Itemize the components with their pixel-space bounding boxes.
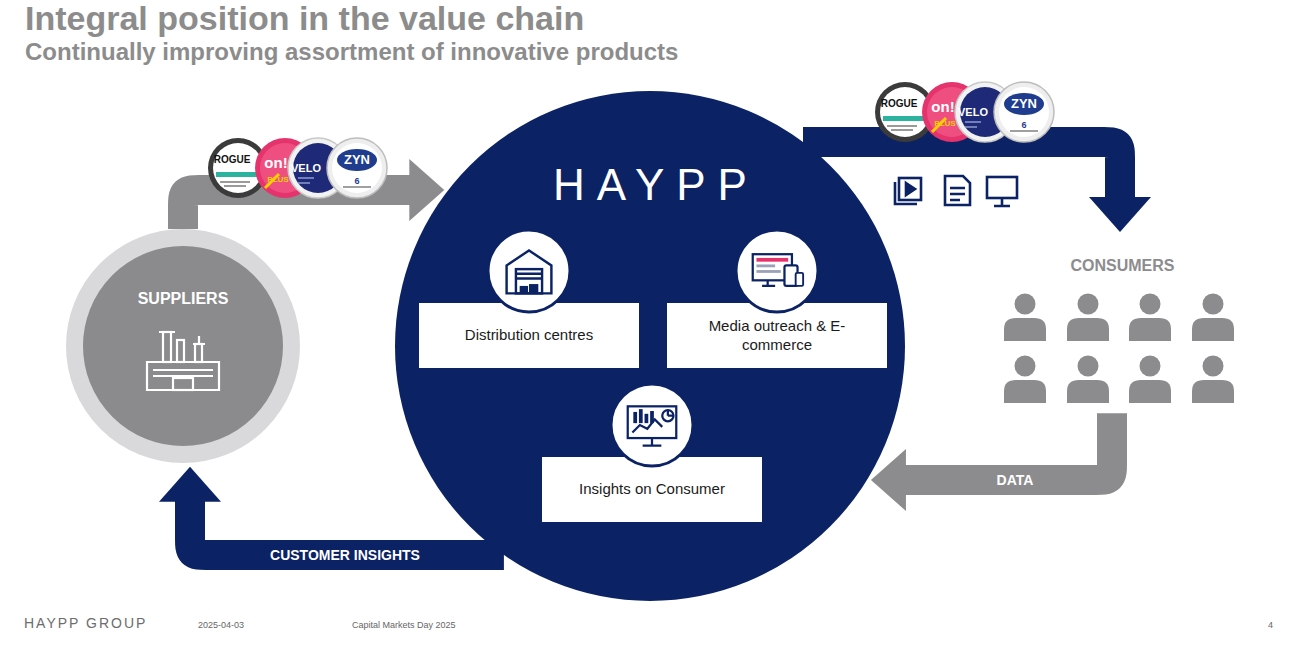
process-box: Media outreach & E-commerce bbox=[667, 303, 887, 368]
brand-name: ROGUE bbox=[881, 98, 918, 110]
process-box: Insights on Consumer bbox=[542, 457, 762, 522]
strength-number: 6 bbox=[354, 176, 359, 186]
person-icon bbox=[1129, 294, 1171, 342]
icon-badge bbox=[485, 227, 573, 315]
person-icon bbox=[1067, 356, 1109, 404]
product-cans bbox=[875, 82, 1054, 142]
drawing-part bbox=[950, 188, 965, 200]
group-title: CONSUMERS bbox=[1070, 256, 1174, 275]
arrow-label: CUSTOMER INSIGHTS bbox=[264, 546, 426, 565]
brand-name: PLUS bbox=[934, 119, 955, 128]
icon-ring bbox=[488, 230, 570, 312]
icon-badge bbox=[733, 227, 821, 315]
company-name: HAYPP bbox=[395, 161, 905, 209]
arrow-head bbox=[159, 467, 221, 502]
consumers-group: CONSUMERS bbox=[995, 236, 1250, 413]
icon-ring bbox=[611, 384, 693, 466]
arrow-label: DATA bbox=[991, 471, 1040, 490]
arrow-band bbox=[183, 190, 410, 229]
page-number: 4 bbox=[1268, 620, 1273, 630]
drawing-part bbox=[994, 198, 1010, 206]
person-icon bbox=[1004, 356, 1046, 404]
brand-name: VELO bbox=[291, 162, 321, 175]
person-icon bbox=[1192, 294, 1234, 342]
drawing-part bbox=[987, 177, 1017, 198]
icon-symbol bbox=[507, 250, 552, 293]
process-box: Distribution centres bbox=[419, 303, 639, 368]
drawing-part bbox=[895, 182, 917, 204]
icon-symbol bbox=[753, 254, 803, 286]
brand-name: ZYN bbox=[344, 153, 370, 168]
brand-name: VELO bbox=[958, 106, 988, 119]
box-label: Distribution centres bbox=[465, 326, 593, 345]
brand-name: PLUS bbox=[267, 175, 288, 184]
icon-badge bbox=[608, 381, 696, 469]
node-title: SUPPLIERS bbox=[83, 290, 283, 308]
drawing-part bbox=[945, 176, 970, 205]
brand-name: ROGUE bbox=[214, 154, 251, 166]
flow-arrow bbox=[871, 413, 1112, 511]
icon-symbol bbox=[628, 406, 677, 445]
drawing-part bbox=[899, 178, 921, 200]
person-icon bbox=[1067, 294, 1109, 342]
strength-number: 6 bbox=[1021, 120, 1026, 130]
icon-ring bbox=[736, 230, 818, 312]
factory-icon bbox=[147, 332, 219, 390]
person-icon bbox=[1004, 294, 1046, 342]
slide-title: Integral position in the value chain bbox=[25, 0, 584, 37]
box-label: Insights on Consumer bbox=[579, 480, 725, 499]
footer-brand: HAYPP GROUP bbox=[24, 615, 147, 631]
drawing-part bbox=[906, 183, 915, 195]
media-icons bbox=[895, 176, 1017, 206]
footer-date: 2025-04-03 bbox=[198, 620, 244, 630]
brand-name: on! bbox=[931, 98, 954, 115]
footer-event: Capital Markets Day 2025 bbox=[352, 620, 456, 630]
person-icon bbox=[1129, 356, 1171, 404]
suppliers-circle: SUPPLIERS bbox=[66, 229, 300, 463]
factory-icon bbox=[143, 326, 223, 396]
brand-name: ZYN bbox=[1011, 97, 1037, 112]
people-icons bbox=[995, 281, 1250, 413]
brand-name: on! bbox=[264, 154, 287, 171]
person-icon bbox=[1192, 356, 1234, 404]
box-label: Media outreach & E-commerce bbox=[692, 317, 862, 355]
arrow-head bbox=[1089, 197, 1151, 232]
product-cans bbox=[208, 138, 387, 198]
slide-subtitle: Continually improving assortment of inno… bbox=[25, 38, 678, 66]
haypp-circle: HAYPP Distribution centres Media outreach … bbox=[395, 91, 905, 601]
